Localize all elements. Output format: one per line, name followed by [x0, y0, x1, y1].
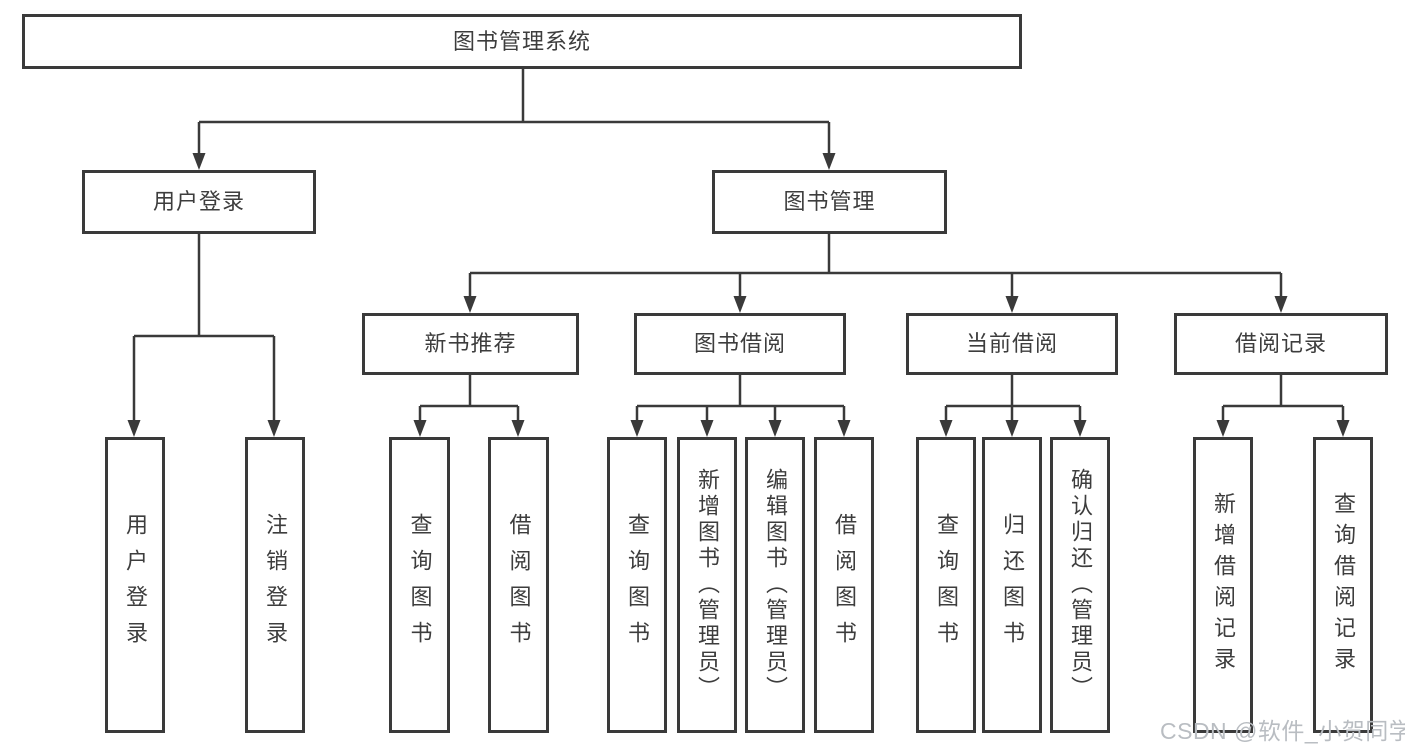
node-leaf-query-book-current: 查询图书 [916, 437, 976, 733]
node-leaf-user-login: 用户登录 [105, 437, 165, 733]
csdn-watermark: CSDN @软件_小贺同学 [1160, 718, 1405, 744]
node-leaf-add-borrow-record: 新增借阅记录 [1193, 437, 1253, 733]
node-root: 图书管理系统 [22, 14, 1022, 69]
node-leaf-return-book: 归还图书 [982, 437, 1042, 733]
node-leaf-add-book-admin: 新增图书（管理员） [677, 437, 737, 733]
node-book-borrow: 图书借阅 [634, 313, 846, 375]
node-current-borrow: 当前借阅 [906, 313, 1118, 375]
node-new-book-rec: 新书推荐 [362, 313, 579, 375]
node-user-login: 用户登录 [82, 170, 316, 234]
node-leaf-query-book-borrow: 查询图书 [607, 437, 667, 733]
node-leaf-query-book-rec: 查询图书 [389, 437, 450, 733]
node-leaf-query-borrow-record: 查询借阅记录 [1313, 437, 1373, 733]
arrowheads [127, 153, 1350, 437]
node-leaf-borrow-book-rec: 借阅图书 [488, 437, 549, 733]
node-book-mgmt: 图书管理 [712, 170, 947, 234]
node-leaf-logout: 注销登录 [245, 437, 305, 733]
node-leaf-confirm-return-admin: 确认归还（管理员） [1050, 437, 1110, 733]
node-leaf-borrow-book-borrow: 借阅图书 [814, 437, 874, 733]
node-borrow-record: 借阅记录 [1174, 313, 1388, 375]
node-leaf-edit-book-admin: 编辑图书（管理员） [745, 437, 805, 733]
